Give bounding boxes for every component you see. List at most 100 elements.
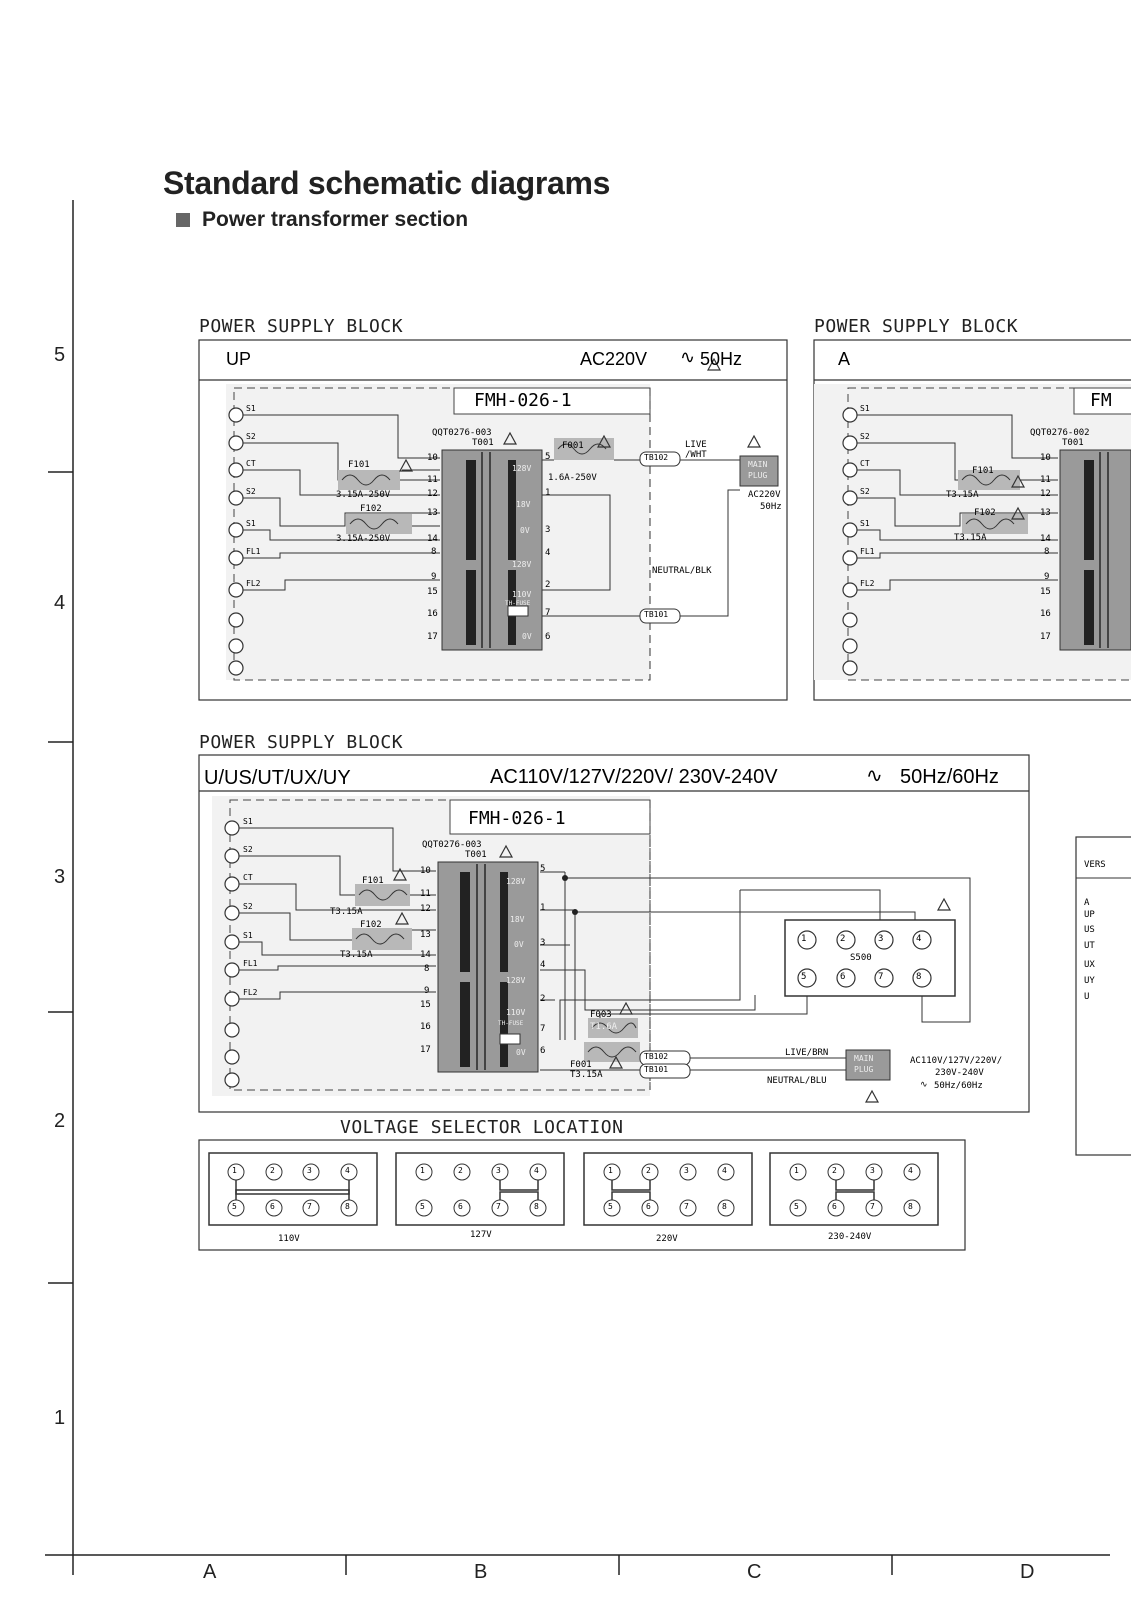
block-multi-selector: S500 [850, 953, 872, 963]
selector-pin: 8 [916, 972, 922, 982]
block-a-pin-number: 14 [1040, 534, 1051, 544]
block-multi-f001-rating: T3.15A [570, 1070, 603, 1080]
block-up-pin-number: 8 [431, 547, 437, 557]
selector-pin: 5 [801, 972, 807, 982]
block-up-plug: PLUG [748, 471, 768, 480]
selector-location-pin: 5 [794, 1202, 799, 1211]
selector-location-pin: 5 [420, 1202, 425, 1211]
block-multi-pin-number: 5 [540, 864, 546, 874]
block-up-pin-number: 16 [427, 609, 438, 619]
selector-pin: 1 [801, 934, 807, 944]
block-multi-pin-number: 4 [540, 960, 546, 970]
block-multi-neutral: NEUTRAL/BLU [767, 1076, 827, 1086]
block-up-pin-label: S2 [246, 432, 256, 441]
block-multi-pin-number: 3 [540, 938, 546, 948]
row-label-5: 5 [54, 344, 66, 366]
block-up-pin-label: CT [246, 459, 256, 468]
block-multi-winding-label: 18V [510, 915, 525, 924]
block-up-model: UP [226, 349, 252, 369]
block-up-f101-rating: 3.15A-250V [336, 490, 391, 500]
block-up-transformer-part: QQT0276-003 [432, 428, 492, 438]
block-multi-pin-label: S1 [243, 817, 253, 826]
block-multi-winding-label: 110V [506, 1008, 526, 1017]
block-multi-pin-label: S2 [243, 902, 253, 911]
block-up-pin-number: 4 [545, 548, 551, 558]
block-a-pin-number: 15 [1040, 587, 1051, 597]
block-up-pin-number: 1 [545, 488, 551, 498]
selector-location-pin: 2 [270, 1166, 275, 1175]
block-up-pin-number: 15 [427, 587, 438, 597]
block-up-plug-freq: 50Hz [760, 502, 782, 512]
selector-location-pin: 1 [794, 1166, 799, 1175]
block-multi-tb102: TB102 [644, 1052, 669, 1061]
row-label-2: 2 [54, 1110, 66, 1132]
block-up-pin-number: 9 [431, 572, 437, 582]
block-up-pin-label: S1 [246, 404, 256, 413]
block-multi-plug: PLUG [854, 1065, 874, 1074]
selector-location-pin: 3 [307, 1166, 312, 1175]
selector-location-pin: 6 [832, 1202, 837, 1211]
selector-location-pin: 4 [345, 1166, 350, 1175]
block-a-heading: POWER SUPPLY BLOCK [814, 316, 1019, 337]
block-up-pin-number: 13 [427, 508, 438, 518]
block-up-f001: F001 [562, 441, 584, 451]
selector-location-pin: 7 [684, 1202, 689, 1211]
block-up-pin-number: 14 [427, 534, 438, 544]
selector-location-pin: 8 [908, 1202, 913, 1211]
block-up-transformer-ref: T001 [472, 438, 494, 448]
block-multi-f003-rating: T1.6A [590, 1022, 618, 1032]
block-multi-pin-number: 13 [420, 930, 431, 940]
block-multi-board: FMH-026-1 [468, 808, 566, 829]
ac-wave-icon: ∿ [680, 347, 696, 367]
block-multi-pin-number: 8 [424, 964, 430, 974]
block-a-pin-number: 12 [1040, 489, 1051, 499]
block-multi-pin-number: 10 [420, 866, 431, 876]
row-label-3: 3 [54, 866, 66, 888]
block-multi-winding-label: 0V [516, 1048, 526, 1057]
block-a-pin-number: 8 [1044, 547, 1050, 557]
block-multi-f102-rating: T3.15A [340, 950, 373, 960]
block-a-model: A [838, 349, 851, 369]
block-multi-pin-number: 14 [420, 950, 431, 960]
block-multi-f101-rating: T3.15A [330, 907, 363, 917]
block-a-pin-label: S2 [860, 432, 870, 441]
block-multi-winding-label: 128V [506, 877, 526, 886]
block-multi-transformer-ref: T001 [465, 850, 487, 860]
row-label-1: 1 [54, 1407, 66, 1429]
block-up-live-color: /WHT [685, 450, 707, 460]
block-up-pin-number: 2 [545, 580, 551, 590]
block-multi-model: U/US/UT/UX/UY [204, 767, 351, 789]
selector-location-pin: 4 [534, 1166, 539, 1175]
col-label-c: C [747, 1561, 762, 1583]
block-a-pin-number: 13 [1040, 508, 1051, 518]
block-up-live: LIVE [685, 440, 707, 450]
selector-location-pin: 8 [345, 1202, 350, 1211]
selector-pin: 4 [916, 934, 922, 944]
block-a-pin-number: 17 [1040, 632, 1051, 642]
block-up-main: MAIN [748, 460, 768, 469]
block-multi-pin-number: 7 [540, 1024, 546, 1034]
col-label-a: A [203, 1561, 217, 1583]
block-multi-pin-label: CT [243, 873, 253, 882]
block-multi-main: MAIN [854, 1054, 874, 1063]
block-multi-pin-label: S1 [243, 931, 253, 940]
selector-location-pin: 5 [608, 1202, 613, 1211]
block-multi-pin-number: 11 [420, 889, 431, 899]
block-up-tb102: TB102 [644, 453, 669, 462]
block-up-tb101: TB101 [644, 610, 669, 619]
block-a-f102: F102 [974, 508, 996, 518]
block-multi-plug-freq: 50Hz/60Hz [934, 1081, 983, 1091]
block-a-board: FM [1090, 390, 1112, 411]
version-table-row: U [1084, 992, 1090, 1002]
row-label-4: 4 [54, 592, 66, 614]
block-multi-pin-number: 12 [420, 904, 431, 914]
version-table-row: UP [1084, 910, 1095, 920]
block-up-f102: F102 [360, 504, 382, 514]
block-a-pin-number: 10 [1040, 453, 1051, 463]
selector-pin: 7 [878, 972, 884, 982]
block-up-board: FMH-026-1 [474, 390, 572, 411]
block-up-plug-spec: AC220V [748, 490, 781, 500]
